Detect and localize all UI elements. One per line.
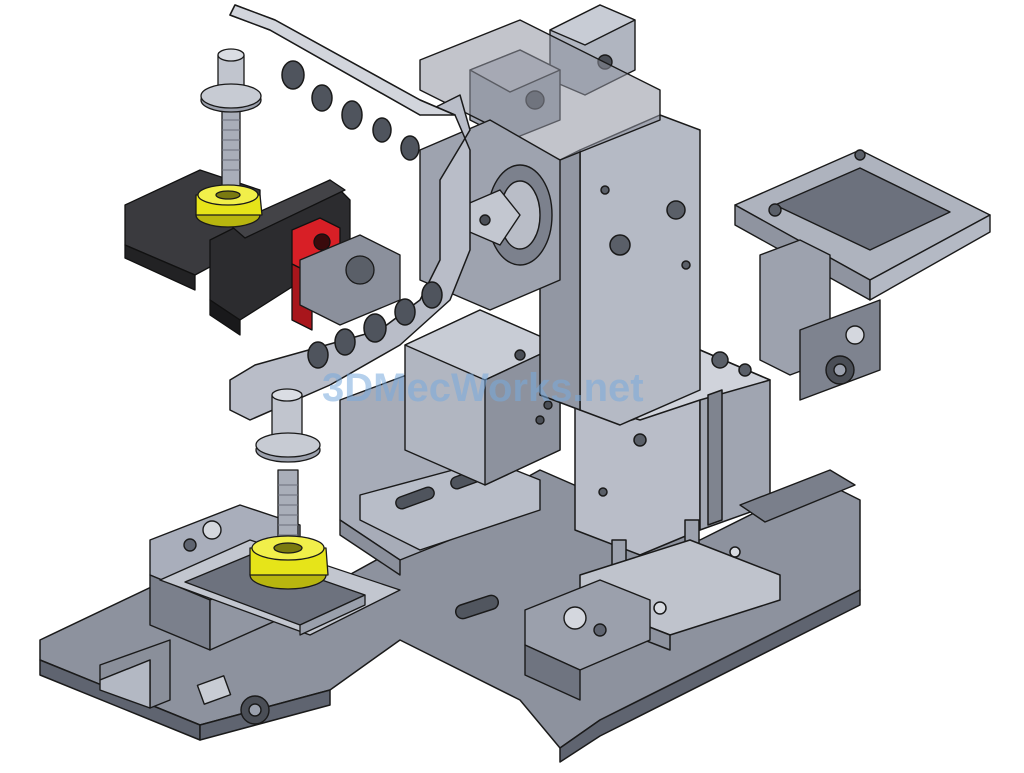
upper-suction-assembly [195,48,263,228]
vertical-column [539,114,701,426]
lower-suction-assembly [249,388,329,590]
slide-unit [404,309,561,486]
swing-arm [229,4,471,421]
right-tray [734,149,991,401]
gripper-body [299,234,401,326]
right-base-block [524,469,856,701]
top-block [419,4,661,161]
